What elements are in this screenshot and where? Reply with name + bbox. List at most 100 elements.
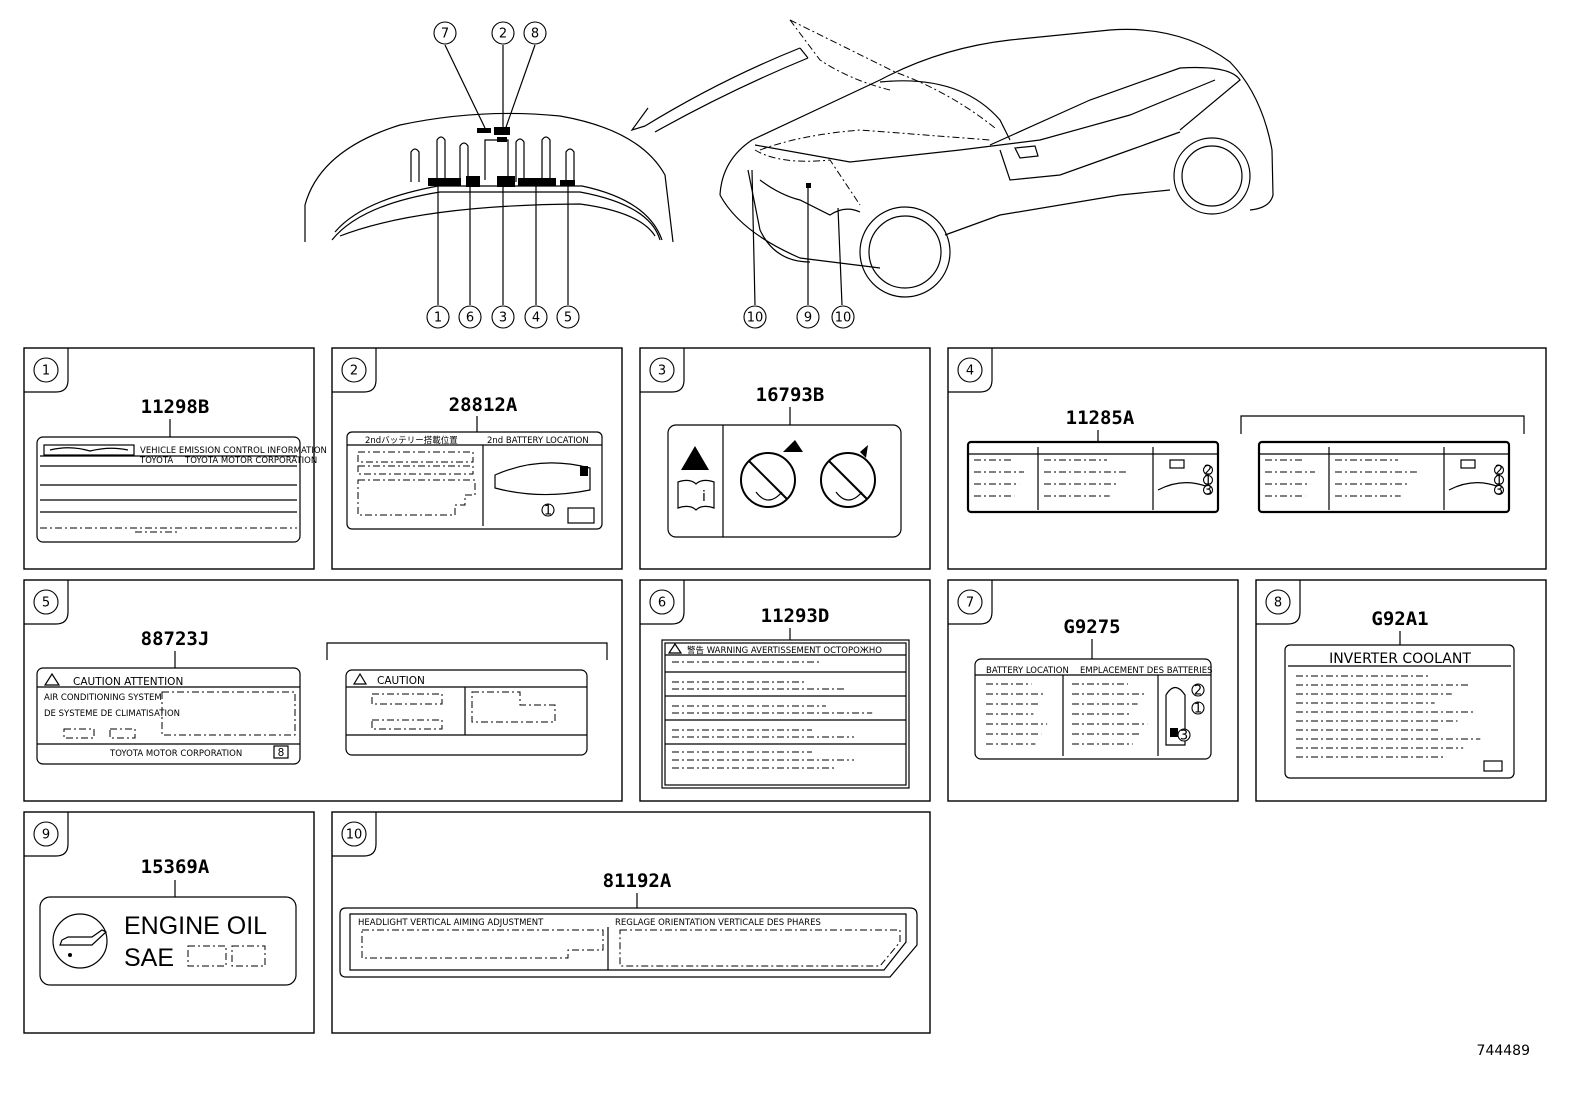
- callout-circle: [957, 589, 983, 615]
- text-block: [371, 719, 443, 730]
- label-text: 警告 WARNING AVERTISSEMENT OCTOPOЖHO: [687, 645, 882, 656]
- callout-number: 10: [747, 311, 764, 326]
- callout-circle: [1191, 701, 1205, 715]
- callout-10: 10: [831, 305, 855, 329]
- panel-frame: [331, 811, 931, 1034]
- callout-circle: [1202, 474, 1214, 486]
- oil-can-icon: [52, 913, 108, 969]
- grade-field: [187, 945, 227, 967]
- label-text: ENGINE OIL: [124, 912, 267, 940]
- warning-icon: [352, 672, 368, 685]
- callout-circle: [458, 305, 482, 329]
- panel-tab: [24, 348, 69, 393]
- panel-tab: [948, 580, 993, 625]
- label-outline: [36, 436, 301, 543]
- callout: 1: [1191, 701, 1205, 717]
- engine-bay-overview: [304, 112, 674, 243]
- oil-can-shape: [59, 929, 108, 946]
- logo-box: [43, 444, 135, 456]
- callout-8: 8: [523, 21, 547, 45]
- callout-circle: [33, 589, 59, 615]
- fan-shape: [755, 491, 783, 501]
- callout-number: 4: [966, 364, 974, 379]
- callout-number: 9: [804, 311, 812, 326]
- callout-number: 8: [1274, 596, 1282, 611]
- label-outline: [39, 896, 297, 986]
- callout-6: 6: [458, 305, 482, 329]
- prohibition-circle: [820, 452, 876, 508]
- callout: 1: [1493, 474, 1505, 489]
- label-text: 2ndバッテリー搭載位置: [365, 435, 458, 446]
- part-number: 15369A: [141, 856, 210, 878]
- label-inner: [664, 642, 907, 786]
- car-outline: [1157, 482, 1209, 491]
- label-text: INVERTER COOLANT: [1329, 651, 1471, 667]
- part-number: G92A1: [1371, 608, 1428, 630]
- label-text: VEHICLE EMISSION CONTROL INFORMATION: [140, 446, 327, 456]
- panel-frame: [23, 579, 623, 802]
- callout-number: 1: [1495, 474, 1503, 489]
- label-outline: [346, 431, 603, 530]
- car-overview: [630, 19, 1274, 306]
- callout-number: 10: [346, 828, 363, 843]
- text-block: [357, 479, 476, 516]
- no-spray-icon: [740, 452, 796, 508]
- callout-number: 1: [544, 504, 552, 519]
- panel-frame: [23, 811, 315, 1034]
- text-block: [161, 691, 296, 736]
- grade-field: [231, 945, 266, 967]
- label-outline: [36, 667, 301, 765]
- label-text: CAUTION ATTENTION: [73, 676, 183, 688]
- callout: 2: [1191, 683, 1205, 699]
- callout-circle: [649, 357, 675, 383]
- label-text: DE SYSTEME DE CLIMATISATION: [44, 709, 180, 719]
- callout-circle: [1202, 464, 1214, 476]
- finger-glyph: [860, 445, 868, 458]
- label-text: 8: [278, 747, 285, 759]
- callout: 1: [541, 503, 555, 519]
- panel-frame: [331, 347, 623, 570]
- label-markers: [428, 127, 575, 187]
- panel-tab: [640, 348, 685, 393]
- callout: 3: [1493, 484, 1505, 499]
- panel-index: 7: [957, 589, 983, 615]
- car-outline: [494, 462, 591, 496]
- callout-1: 1: [426, 305, 450, 329]
- callout-number: 1: [1194, 702, 1202, 717]
- label-16793B: i: [667, 424, 902, 538]
- callout-number: 2: [350, 364, 358, 379]
- callout-number: 2: [499, 27, 507, 42]
- callout-number: 3: [1495, 484, 1503, 499]
- label-panels: 111298B228812A316793B411285A588723J61129…: [23, 347, 1547, 1034]
- label-outline: [974, 658, 1212, 760]
- callout-number: 10: [835, 311, 852, 326]
- panel-tab: [24, 580, 69, 625]
- callout-number: 3: [1204, 484, 1212, 499]
- label-text: TOYOTA: [139, 456, 173, 466]
- panel-frame: [947, 579, 1239, 802]
- callout-circle: [33, 821, 59, 847]
- label-11293D: 警告 WARNING AVERTISSEMENT OCTOPOЖHO: [661, 639, 910, 789]
- callout-circle: [524, 305, 548, 329]
- prohibition-circle: [740, 452, 796, 508]
- callout-circle: [426, 305, 450, 329]
- label-11298B: VEHICLE EMISSION CONTROL INFORMATIONTOYO…: [36, 436, 327, 543]
- callout-circle: [341, 357, 367, 383]
- label-inner: [349, 913, 907, 971]
- callout-number: 5: [42, 596, 50, 611]
- label-text: HEADLIGHT VERTICAL AIMING ADJUSTMENT: [358, 918, 544, 928]
- callout-circle: [796, 305, 820, 329]
- no-touch-icon: [820, 452, 876, 508]
- text-block: [109, 728, 136, 739]
- callout-number: 3: [499, 311, 507, 326]
- callout-circle: [1493, 484, 1505, 496]
- text-block: [371, 693, 443, 705]
- battery-marker: [580, 466, 588, 476]
